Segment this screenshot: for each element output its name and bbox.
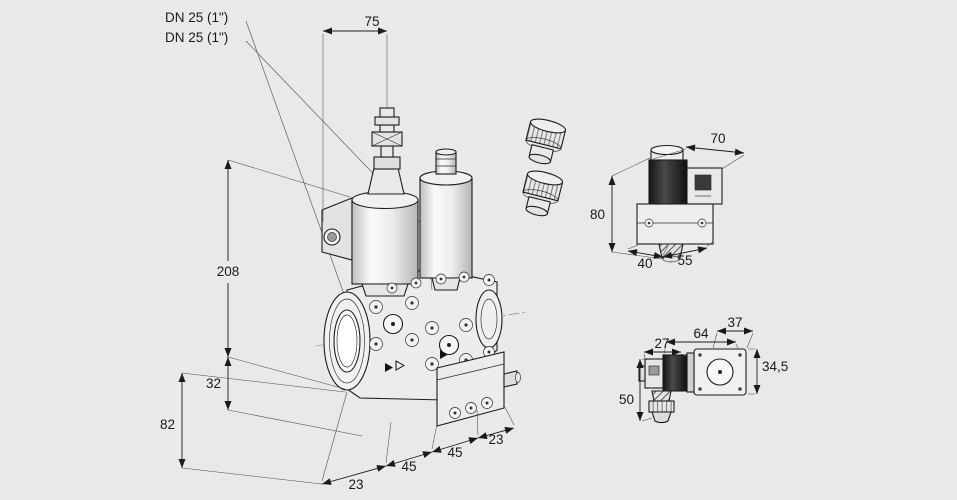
dim-23-left-label: 23 [348, 477, 363, 492]
dim-80-label: 80 [590, 207, 605, 222]
dim-32-label: 32 [206, 376, 221, 391]
dim-23-right-label: 23 [488, 432, 503, 447]
screw-plug-2 [522, 170, 564, 217]
test-nipple-cap [515, 372, 521, 383]
dim-75-label: 75 [364, 14, 379, 29]
cable-gland-cap [651, 411, 672, 424]
connector-base [367, 167, 405, 195]
socket-cross-line [371, 131, 403, 147]
cable-gland-nut [648, 400, 675, 413]
dimensions-detail-side: 70 80 40 55 [590, 131, 745, 271]
flange-thread [336, 314, 358, 368]
flow-arrow-icon [385, 363, 393, 372]
flange-bore [480, 298, 498, 340]
dim-40-label: 40 [637, 256, 652, 271]
dn-label-1: DN 25 (1") [165, 10, 228, 25]
port-holes [369, 271, 473, 371]
actuator-right [419, 177, 473, 279]
connector-stem [380, 145, 394, 158]
flange-ring [329, 298, 365, 384]
screw-plugs [522, 118, 567, 217]
bolt-dot [487, 350, 491, 354]
connector-step [379, 124, 395, 133]
connector-window [694, 174, 712, 191]
dim-45-left-label: 45 [401, 459, 416, 474]
electrical-connector [367, 107, 405, 195]
dim-50-label: 50 [619, 392, 634, 407]
regulator-edge [436, 363, 505, 381]
dim-34-5-label: 34,5 [762, 359, 788, 374]
pressure-regulator-block [436, 351, 521, 427]
actuator-left-hex [361, 283, 409, 297]
dim-82-label: 82 [160, 417, 175, 432]
bracket-hole-inner [327, 232, 337, 242]
connector-tip [379, 107, 395, 118]
actuator-right-cap-top [435, 148, 457, 156]
pilot-valve-top-view: 37 64 27 34,5 50 [619, 315, 788, 424]
dim-64-label: 64 [693, 326, 709, 341]
coil-spacer [686, 352, 695, 393]
main-valve-view [245, 20, 527, 427]
connector-nut [373, 156, 401, 170]
dimensions-detail-top: 37 64 27 34,5 50 [619, 315, 788, 422]
actuator-left [351, 199, 419, 285]
dim-37-label: 37 [727, 315, 742, 330]
dim-55-label: 55 [677, 253, 692, 268]
solenoid-coil [648, 159, 688, 206]
left-flange [323, 291, 371, 391]
cable-gland-thread [651, 390, 672, 402]
port-center-dot [718, 370, 722, 374]
screw-plug-1 [525, 118, 567, 165]
dn-label-2: DN 25 (1") [165, 30, 228, 45]
flow-arrow-outline-icon [395, 360, 406, 371]
bolt-dot [487, 278, 491, 282]
solenoid-coil [662, 354, 688, 392]
dim-27-label: 27 [654, 336, 669, 351]
dim-70-label: 70 [710, 131, 725, 146]
pilot-valve-side-view: 70 80 40 55 [590, 131, 745, 271]
flow-arrow-icon [440, 350, 448, 359]
coil-cap-top [650, 144, 684, 156]
right-flange [475, 274, 503, 358]
mounting-bracket [321, 197, 353, 261]
connector-window [648, 365, 660, 376]
dim-45-right-label: 45 [447, 445, 462, 460]
dimensions-main-view: 75 208 32 82 23 45 45 23 [160, 14, 515, 492]
dim-208-label: 208 [217, 264, 240, 279]
connector-step [374, 116, 400, 126]
connection-labels: DN 25 (1") DN 25 (1") [165, 10, 228, 45]
test-nipple [503, 370, 518, 388]
